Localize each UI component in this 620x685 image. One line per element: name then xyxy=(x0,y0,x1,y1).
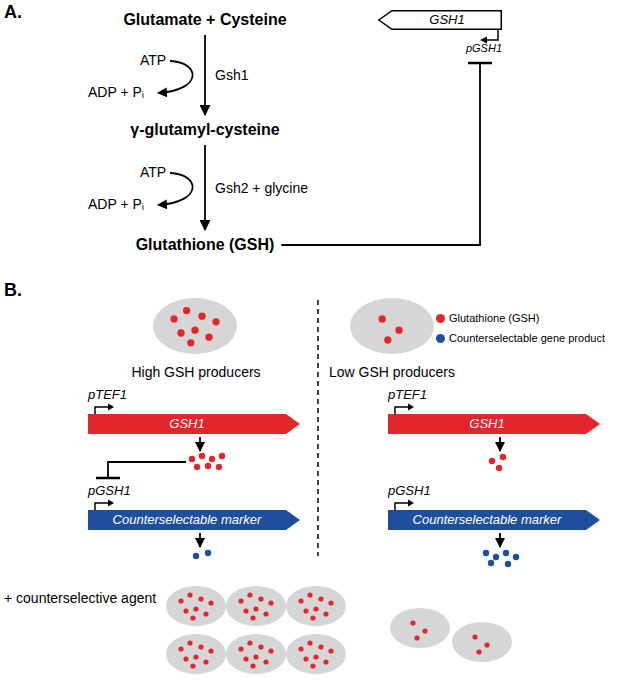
product-dots xyxy=(193,550,211,559)
metabolite-node: γ-glutamyl-cysteine xyxy=(128,118,281,142)
legend-text: Glutathione (GSH) xyxy=(449,311,539,326)
reaction-arrow xyxy=(204,145,206,230)
yeast-cell xyxy=(350,298,434,354)
promoter-arrow xyxy=(95,407,108,414)
yeast-cell xyxy=(166,634,226,674)
promoter-name: pTEF1 xyxy=(388,387,427,403)
divider-line xyxy=(317,300,319,556)
gene-name: GSH1 xyxy=(392,10,502,30)
gsh-dots xyxy=(489,454,506,471)
gene-name: GSH1 xyxy=(88,414,286,434)
yeast-cell xyxy=(390,608,450,648)
gene-arrow: GSH1 pGSH1 xyxy=(378,10,502,60)
promoter-name: pGSH1 xyxy=(466,42,502,55)
metabolite-name: Glutathione (GSH) xyxy=(136,235,275,255)
legend-swatch xyxy=(436,334,445,343)
enzyme-label: Gsh1 xyxy=(215,66,248,84)
legend-swatch xyxy=(436,314,445,323)
gene-shape xyxy=(88,414,300,434)
yeast-cell xyxy=(166,586,226,626)
promoter-arrowhead xyxy=(408,500,414,507)
gsh-dots xyxy=(189,453,225,470)
group-label: Low GSH producers xyxy=(329,364,455,380)
gene-shape xyxy=(379,11,502,30)
gene-arrow: pTEF1GSH1 xyxy=(88,388,300,434)
gene-name: Counterselectable marker xyxy=(88,510,286,530)
cofactor-label: ADP + Pᵢ xyxy=(88,196,144,212)
yeast-cell xyxy=(226,586,286,626)
gene-arrow: pTEF1GSH1 xyxy=(388,388,600,434)
metabolite-name: Glutamate + Cysteine xyxy=(123,10,286,30)
cofactor-label: ATP xyxy=(140,164,166,180)
promoter-arrowhead xyxy=(408,404,414,411)
metabolite-node: Glutathione (GSH) xyxy=(134,233,277,257)
promoter-arrow xyxy=(486,30,498,40)
condition-label: + counterselective agent xyxy=(4,590,156,606)
panel-letter: A. xyxy=(4,2,22,22)
yeast-cell xyxy=(153,298,237,354)
reaction-arrow xyxy=(204,35,206,115)
group-label: High GSH producers xyxy=(131,364,260,380)
cofactor-label: ATP xyxy=(140,52,166,68)
gene-shape xyxy=(388,510,600,530)
metabolite-node: Glutamate + Cysteine xyxy=(121,8,288,32)
legend-row: Glutathione (GSH) xyxy=(436,310,437,326)
gene-name: Counterselectable marker xyxy=(388,510,586,530)
panel-letter: B. xyxy=(4,280,22,300)
inhibition-line xyxy=(108,462,186,478)
promoter-name: pTEF1 xyxy=(88,387,127,403)
expression-arrow xyxy=(499,437,501,451)
product-dots xyxy=(483,550,519,567)
promoter-arrow xyxy=(95,503,108,510)
legend-text: Counterselectable gene product xyxy=(449,331,605,346)
yeast-cell xyxy=(226,634,286,674)
gene-name: GSH1 xyxy=(388,414,586,434)
legend-row: Counterselectable gene product xyxy=(436,330,437,346)
yeast-cell xyxy=(452,622,512,662)
promoter-arrowhead xyxy=(108,404,114,411)
yeast-cell xyxy=(286,586,346,626)
cofactor-label: ADP + Pᵢ xyxy=(88,84,144,100)
inhibition-connector xyxy=(281,63,480,245)
promoter-name: pGSH1 xyxy=(88,483,131,499)
gene-arrow: pGSH1Counterselectable marker xyxy=(388,484,600,530)
gene-shape xyxy=(88,510,300,530)
yeast-cell xyxy=(286,634,346,674)
expression-arrow xyxy=(499,533,501,547)
gene-arrow: pGSH1Counterselectable marker xyxy=(88,484,300,530)
gene-shape xyxy=(388,414,600,434)
expression-arrow xyxy=(199,533,201,547)
enzyme-label: Gsh2 + glycine xyxy=(215,179,308,197)
promoter-arrowhead xyxy=(108,500,114,507)
promoter-name: pGSH1 xyxy=(388,483,431,499)
connector-layer xyxy=(205,35,480,245)
metabolite-name: γ-glutamyl-cysteine xyxy=(130,120,279,140)
promoter-arrow xyxy=(395,407,408,414)
promoter-arrow xyxy=(395,503,408,510)
expression-arrow xyxy=(199,437,201,451)
